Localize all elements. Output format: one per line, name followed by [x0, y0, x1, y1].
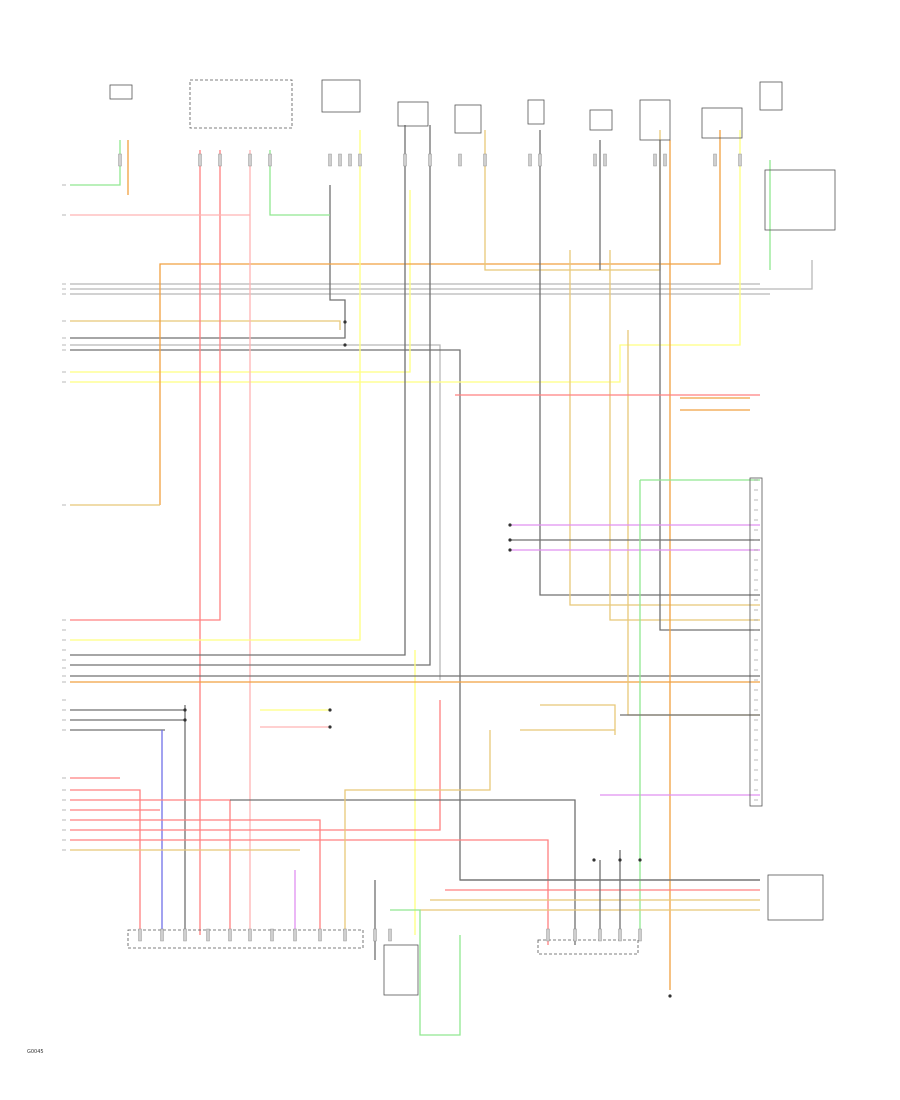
top-connector-pin-5 [328, 153, 332, 167]
wire-dgray-800 [230, 799, 576, 945]
top-connector-pin-6 [338, 153, 342, 167]
bottom-connector-pin-6 [270, 928, 274, 942]
component-layer [109, 79, 836, 996]
splice-dot-11 [508, 538, 512, 542]
wire-dgray-540 [539, 130, 760, 596]
component-sensor-d [639, 99, 671, 141]
bottom-connector-pin-16 [638, 928, 642, 942]
wire-layer [70, 125, 813, 1036]
wire-yellow-372 [70, 190, 411, 373]
component-top-sensor [397, 101, 429, 127]
bottom-connector-pin-2 [183, 928, 187, 942]
top-connector-pin-15 [593, 153, 597, 167]
wire-yellow-long [70, 130, 361, 641]
top-connector-pin-8 [358, 153, 362, 167]
wire-yellow-382 [70, 130, 741, 383]
wire-red-830 [70, 700, 441, 831]
top-connector-pin-2 [218, 153, 222, 167]
splice-dot-0 [343, 320, 347, 324]
top-connector-pin-12 [483, 153, 487, 167]
wire-tan-322 [70, 320, 341, 330]
bottom-connector-pin-9 [343, 928, 347, 942]
splice-dot-9 [668, 994, 672, 998]
wire-dark-338 [70, 185, 346, 339]
wire-orange-top [159, 130, 721, 505]
top-connector-pin-9 [403, 153, 407, 167]
top-connector-pin-20 [738, 153, 742, 167]
top-connector-pin-18 [663, 153, 667, 167]
bottom-connector-pin-4 [228, 928, 232, 942]
wire-dgray-660 [659, 140, 760, 631]
wire-top-gray-bus-2 [70, 260, 813, 290]
component-right-connector-strip [749, 477, 763, 807]
splice-dot-6 [592, 858, 596, 862]
wire-red-790 [70, 789, 141, 935]
splice-dot-12 [508, 548, 512, 552]
component-switch-f [759, 81, 783, 111]
splice-dot-3 [183, 718, 187, 722]
top-connector-pin-1 [198, 153, 202, 167]
component-switch-e [701, 107, 743, 139]
component-sensor-a [454, 104, 482, 134]
component-top-module [321, 79, 361, 113]
bottom-connector-pin-3 [206, 928, 210, 942]
bottom-connector-pin-12 [546, 928, 550, 942]
component-relay-box [189, 79, 293, 129]
bottom-connector-pin-14 [598, 928, 602, 942]
wire-red-relay-2 [70, 150, 221, 621]
bottom-connector-pin-10 [373, 928, 377, 942]
wire-tan-705 [540, 704, 616, 735]
splice-dot-10 [508, 523, 512, 527]
wire-tan-610 [609, 250, 760, 621]
bottom-connector-pin-0 [138, 928, 142, 942]
top-connector-pin-16 [603, 153, 607, 167]
wire-green-selector [390, 909, 461, 1036]
component-lower-right-module [767, 874, 824, 921]
bottom-connector-pin-8 [318, 928, 322, 942]
top-connector-pin-3 [248, 153, 252, 167]
splice-dot-2 [183, 708, 187, 712]
splice-dot-4 [328, 708, 332, 712]
component-top-left-switch [109, 84, 133, 100]
bottom-connector-pin-15 [618, 928, 622, 942]
splice-dot-7 [618, 858, 622, 862]
wire-gray-345 [70, 344, 441, 680]
splice-dot-5 [328, 725, 332, 729]
component-sensor-c [589, 109, 613, 131]
top-connector-pin-4 [268, 153, 272, 167]
component-lower-connector [537, 939, 639, 955]
wire-tan-570 [569, 250, 760, 606]
splice-dot-1 [343, 343, 347, 347]
component-tcm-connector [127, 929, 364, 949]
wire-tan-628 [627, 330, 760, 716]
wire-dgray-655 [70, 125, 406, 656]
wire-tan-485 [484, 130, 661, 271]
bottom-connector-pin-11 [388, 928, 392, 942]
wire-green-relay [269, 150, 330, 216]
bottom-connector-pin-5 [248, 928, 252, 942]
top-connector-pin-11 [458, 153, 462, 167]
top-connector-pin-7 [348, 153, 352, 167]
wire-tan-730 [344, 730, 491, 935]
top-connector-pin-10 [428, 153, 432, 167]
top-connector-pin-14 [538, 153, 542, 167]
pin-mark-layer [62, 153, 758, 998]
bottom-connector-pin-7 [293, 928, 297, 942]
wire-green-top-left [70, 140, 121, 186]
wire-dgray-665 [70, 125, 431, 666]
wire-red-820 [70, 819, 321, 935]
top-connector-pin-17 [653, 153, 657, 167]
component-selector-switch [383, 944, 419, 996]
component-right-module [764, 169, 836, 231]
bottom-connector-pin-1 [160, 928, 164, 942]
bottom-connector-pin-13 [573, 928, 577, 942]
diagram-ref-id: G0045 [27, 1049, 44, 1055]
top-connector-pin-0 [118, 153, 122, 167]
top-connector-pin-13 [528, 153, 532, 167]
component-sensor-b [527, 99, 545, 125]
splice-dot-8 [638, 858, 642, 862]
top-connector-pin-19 [713, 153, 717, 167]
